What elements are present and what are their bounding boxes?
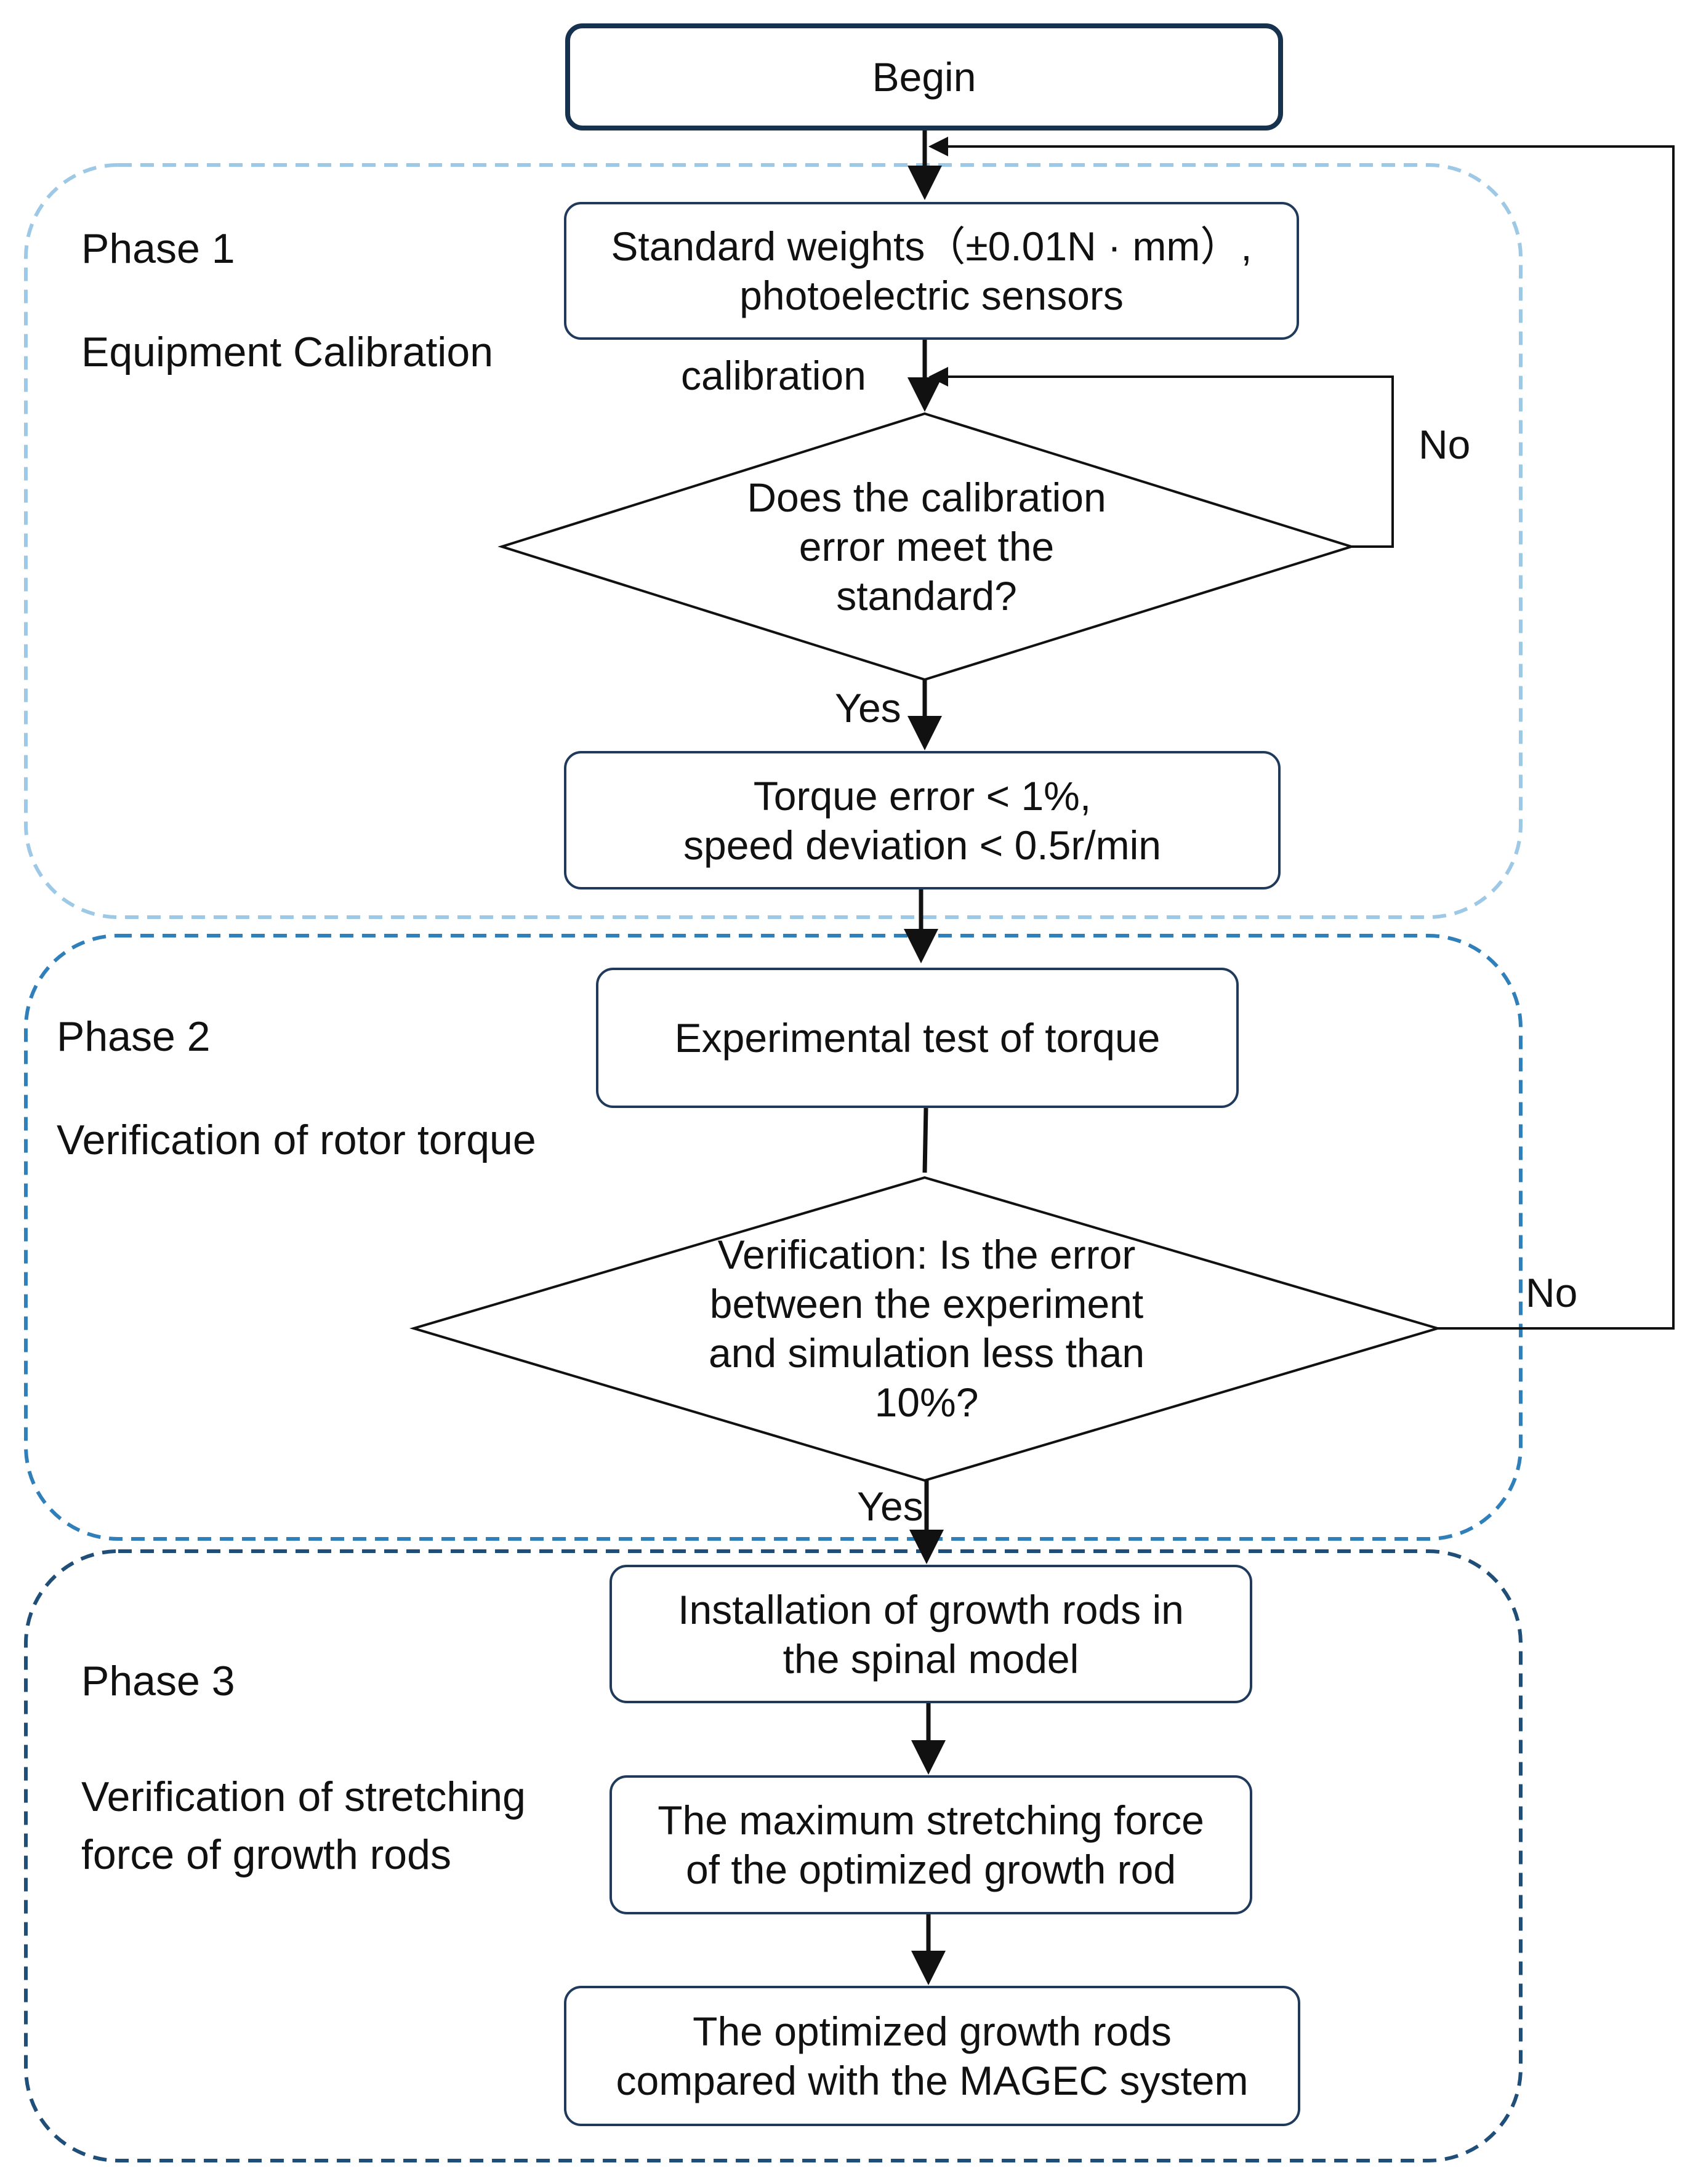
phase-3-title: Verification of stretching force of grow… [81, 1773, 526, 1878]
comparison-label: The optimized growth rods compared with … [616, 2009, 1249, 2103]
standard-weights-node: Standard weights（±0.01N · mm）, photoelec… [564, 202, 1299, 340]
calibration-edge-label: calibration [681, 353, 866, 398]
installation-label: Installation of growth rods in the spina… [678, 1586, 1184, 1682]
no-label-calibration: No [1418, 422, 1471, 467]
phase-2-title: Verification of rotor torque [57, 1117, 536, 1163]
experimental-test-node: Experimental test of torque [596, 968, 1239, 1108]
torque-error-label: Torque error < 1%, speed deviation < 0.5… [683, 773, 1161, 868]
calibration-decision-text: Does the calibration error meet the stan… [747, 475, 1106, 619]
installation-node: Installation of growth rods in the spina… [610, 1565, 1252, 1703]
phase-3-frame [24, 1549, 1523, 2162]
max-force-label: The maximum stretching force of the opti… [658, 1797, 1204, 1892]
comparison-node: The optimized growth rods compared with … [564, 1986, 1300, 2126]
phase-1-label: Phase 1 Equipment Calibration [81, 171, 493, 430]
torque-error-node: Torque error < 1%, speed deviation < 0.5… [564, 751, 1281, 889]
edge-no-loop-calibration [928, 367, 1394, 548]
begin-node: Begin [565, 23, 1283, 130]
phase-2-number: Phase 2 [57, 1013, 211, 1060]
phase-3-number: Phase 3 [81, 1658, 235, 1704]
phase-1-frame [24, 163, 1523, 919]
phase-2-label: Phase 2 Verification of rotor torque [57, 959, 536, 1218]
max-force-node: The maximum stretching force of the opti… [610, 1775, 1252, 1914]
edge-no-loop-verification [928, 137, 1675, 1330]
verification-decision-text: Verification: Is the error between the e… [708, 1232, 1145, 1425]
standard-weights-label: Standard weights（±0.01N · mm）, photoelec… [611, 223, 1252, 318]
begin-label: Begin [872, 54, 976, 100]
no-label-verification: No [1526, 1270, 1578, 1315]
phase-2-frame [24, 934, 1523, 1541]
phase-3-label: Phase 3 Verification of stretching force… [81, 1594, 526, 1941]
yes-label-verification: Yes [857, 1483, 923, 1529]
yes-label-calibration: Yes [835, 685, 901, 731]
edge-test-to-verification [922, 1107, 928, 1173]
phase-1-title: Equipment Calibration [81, 329, 494, 375]
phase-1-number: Phase 1 [81, 225, 235, 272]
experimental-test-label: Experimental test of torque [674, 1015, 1161, 1061]
